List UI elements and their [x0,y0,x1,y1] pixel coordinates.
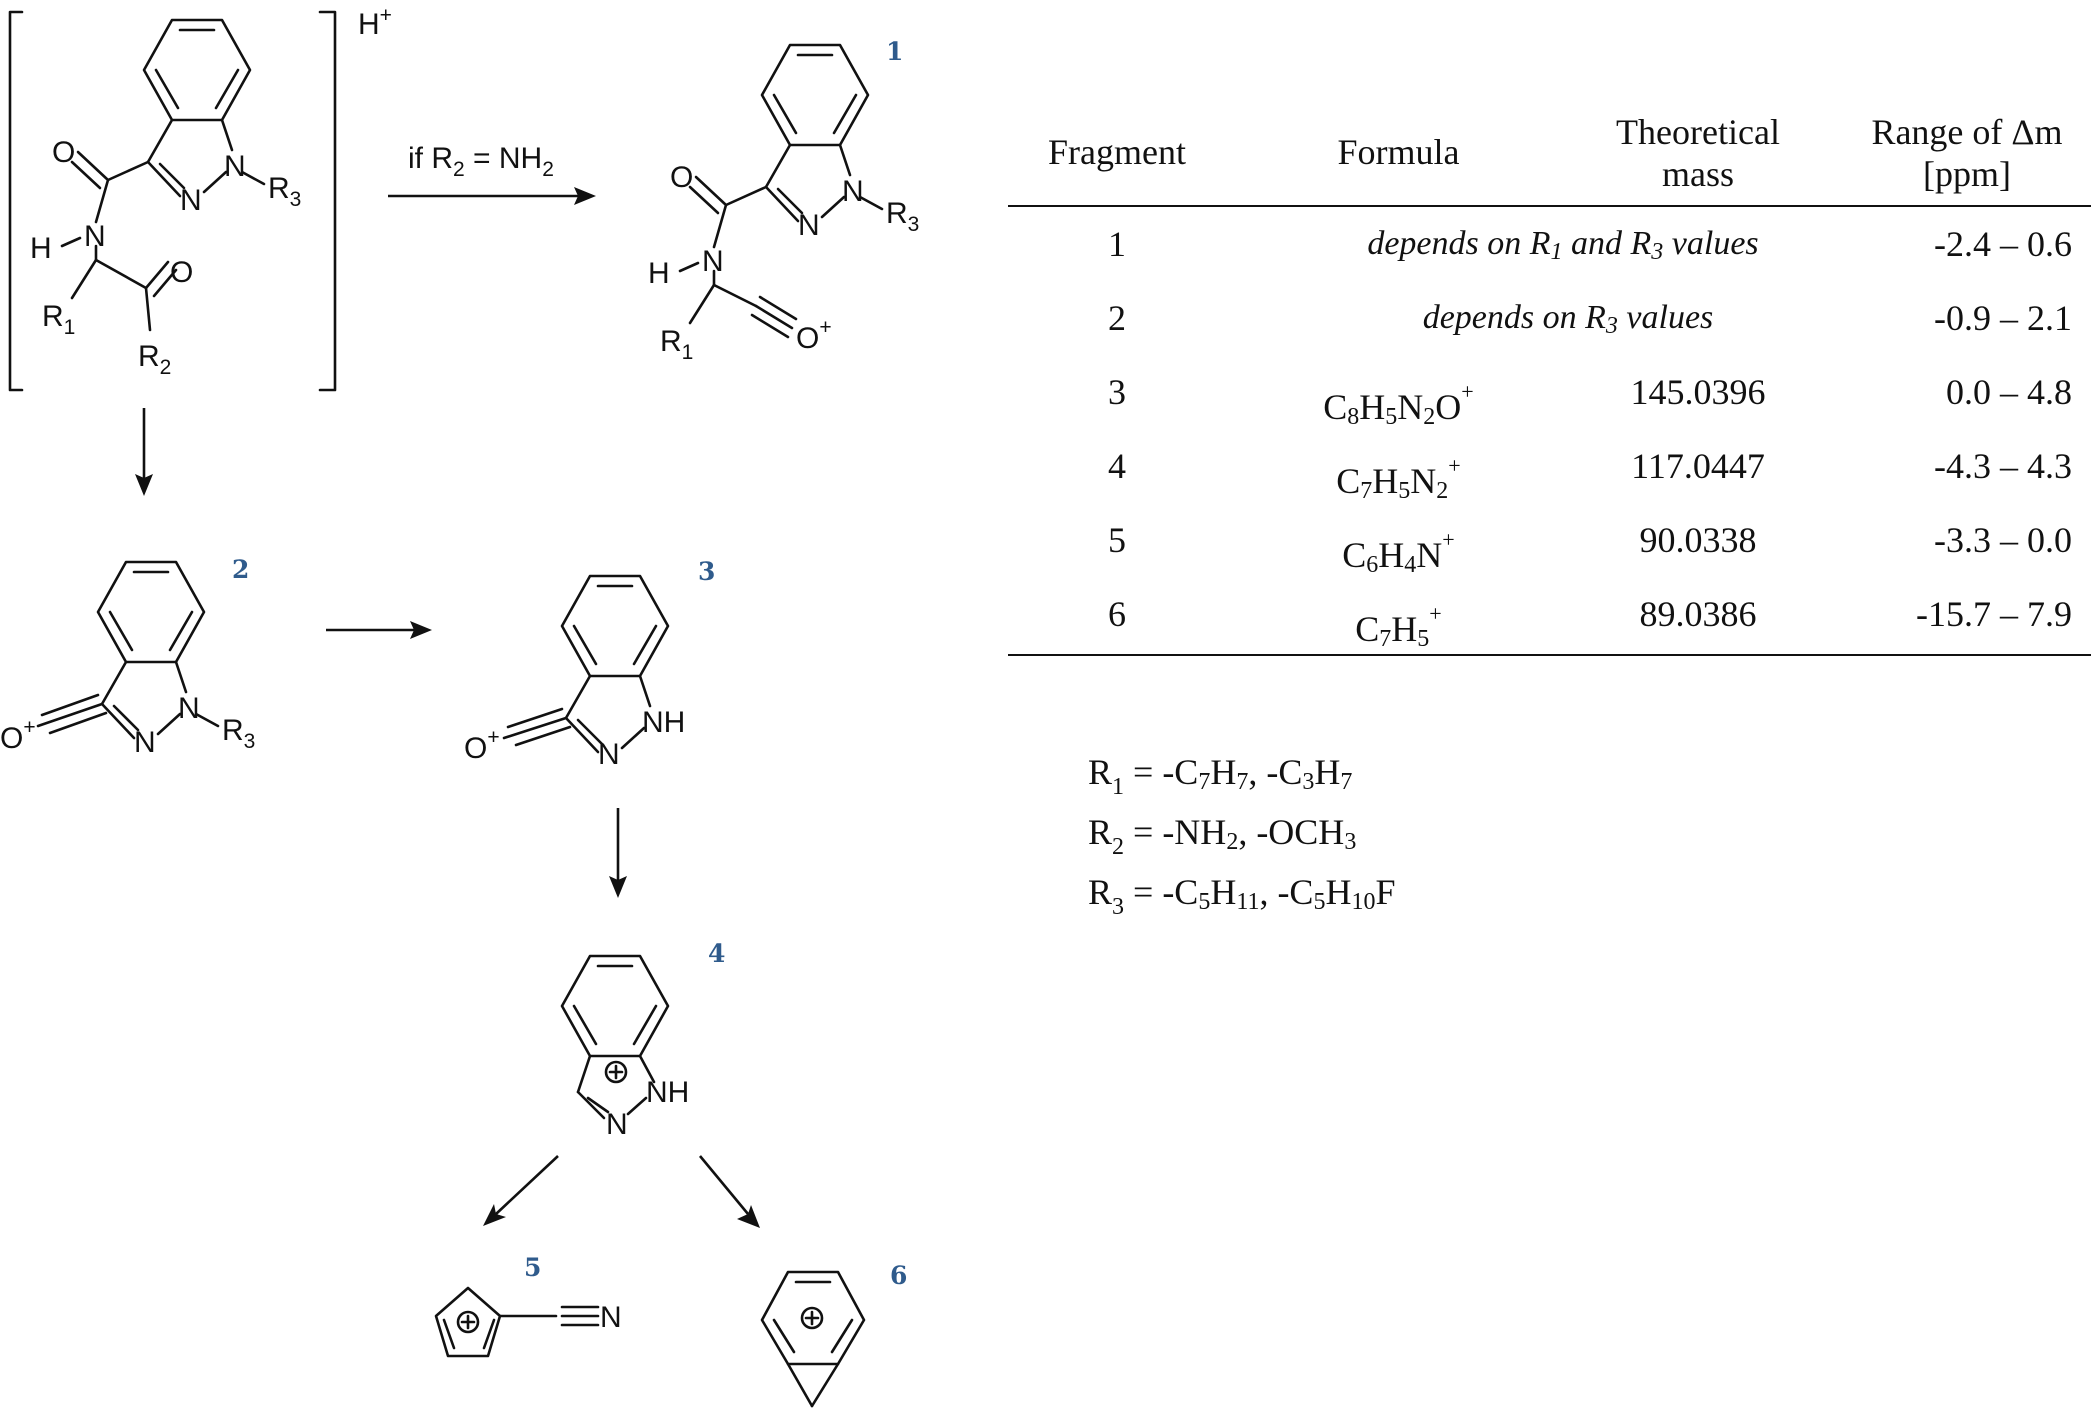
table-row: 4 C7H5N2+ 117.0447 -4.3 – 4.3 [1008,429,2091,504]
fragment-3-structure: O+ N NH 3 [464,557,715,771]
header-range-line2: [ppm] [1923,154,2011,194]
table-header: Fragment Formula Theoretical mass Range … [1008,105,2091,207]
formula: C8H5N2O+ [1323,379,1474,430]
fragment-id: 5 [1108,520,1126,560]
atom-N: N [798,209,820,242]
atom-O: O [52,136,75,169]
atom-R3: R3 [886,197,919,236]
compound-number-6: 6 [890,1261,907,1290]
formula: C7H5N2+ [1336,453,1461,504]
header-fragment: Fragment [1048,132,1186,172]
fragment-5-structure: N 5 [434,1253,622,1358]
theoretical-mass: 145.0396 [1630,372,1766,412]
arrow-to-2 [135,408,153,496]
header-range: Range of Δm [ppm] [1843,111,2091,195]
table-row: 5 C6H4N+ 90.0338 -3.3 – 0.0 [1008,503,2091,578]
header-mass-line1: Theoretical [1616,112,1780,152]
fragment-id: 2 [1108,298,1126,338]
arrow-to-1: if R2 = NH2 [388,142,596,205]
arrow-2-to-3 [326,621,432,639]
atom-O: O [170,256,193,289]
atom-N: N [224,150,246,183]
atom-N: N [598,738,620,771]
theoretical-mass: 90.0338 [1639,520,1757,560]
atom-R3: R3 [268,172,301,211]
fragment-2-structure: O+ N N R3 2 [0,555,255,759]
atom-R3: R3 [222,714,255,753]
arrow-3-to-4 [609,808,627,898]
fragment-note: depends on R1 and R3 values [1367,225,1759,265]
substituent-r1: R1 = -C7H7, -C3H7 [1088,752,1353,800]
range-value: 0.0 – 4.8 [1946,372,2072,412]
fragment-id: 1 [1108,224,1126,264]
formula: C7H5+ [1355,601,1442,652]
table-row: 1 depends on R1 and R3 values -2.4 – 0.6 [1008,207,2091,281]
atom-R1: R1 [42,300,75,339]
fragmentation-scheme: O N N R3 N H O R1 R2 H+ if R2 = NH2 [0,4,919,1408]
table-row: 2 depends on R3 values -0.9 – 2.1 [1008,281,2091,355]
right-bracket [318,10,337,392]
fragment-table: Fragment Formula Theoretical mass Range … [1008,105,2091,656]
table-bottom-rule [1008,653,2091,656]
fragment-6-structure: 6 [760,1261,907,1408]
header-range-line1: Range of Δm [1871,112,2063,152]
substituent-r3: R3 = -C5H11, -C5H10F [1088,872,1396,920]
range-value: -3.3 – 0.0 [1934,520,2072,560]
atom-N: N [180,184,202,217]
arrow-4-to-6 [698,1155,760,1228]
range-value: -4.3 – 4.3 [1934,446,2072,486]
atom-O-plus: O+ [796,316,832,355]
header-formula: Formula [1337,132,1460,172]
compound-number-2: 2 [232,555,249,584]
fragment-note: depends on R3 values [1422,299,1714,339]
atom-H: H [648,257,670,290]
atom-H: H [30,232,52,265]
fragment-1-structure: O N N R3 N H R1 O+ 1 [648,37,919,364]
range-value: -15.7 – 7.9 [1916,594,2072,634]
atom-N: N [606,1108,628,1141]
substituent-r2: R2 = -NH2, -OCH3 [1088,812,1357,860]
precursor-ion: O N N R3 N H O R1 R2 H+ [8,4,392,392]
atom-N: N [84,220,106,253]
atom-N: N [842,175,864,208]
theoretical-mass: 117.0447 [1631,446,1765,486]
range-value: -2.4 – 0.6 [1934,224,2072,264]
arrow-condition: if R2 = NH2 [408,142,554,181]
fragment-4-structure: N NH 4 [560,939,725,1141]
atom-R1: R1 [660,325,693,364]
header-mass: Theoretical mass [1553,111,1843,195]
left-bracket [8,10,24,392]
table-row: 6 C7H5+ 89.0386 -15.7 – 7.9 [1008,577,2091,652]
atom-O: O [670,161,693,194]
formula: C6H4N+ [1342,527,1455,578]
compound-number-1: 1 [886,37,903,66]
fragment-id: 3 [1108,372,1126,412]
atom-NH: NH [646,1076,689,1109]
fragment-id: 6 [1108,594,1126,634]
range-value: -0.9 – 2.1 [1934,298,2072,338]
atom-N: N [600,1301,622,1334]
atom-O-plus: O+ [0,716,36,755]
theoretical-mass: 89.0386 [1639,594,1757,634]
atom-N: N [702,245,724,278]
atom-N: N [178,692,200,725]
atom-O-plus: O+ [464,726,500,765]
compound-number-4: 4 [708,939,725,968]
fragment-id: 4 [1108,446,1126,486]
arrow-4-to-5 [483,1155,559,1226]
atom-N: N [134,726,156,759]
table-row: 3 C8H5N2O+ 145.0396 0.0 – 4.8 [1008,355,2091,430]
compound-number-3: 3 [698,557,715,586]
compound-number-5: 5 [524,1253,541,1282]
substituent-legend: R1 = -C7H7, -C3H7 R2 = -NH2, -OCH3 R3 = … [1088,748,1395,928]
atom-NH: NH [642,706,685,739]
atom-R2: R2 [138,340,171,379]
header-mass-line2: mass [1662,154,1734,194]
bracket-charge: H+ [358,4,392,41]
